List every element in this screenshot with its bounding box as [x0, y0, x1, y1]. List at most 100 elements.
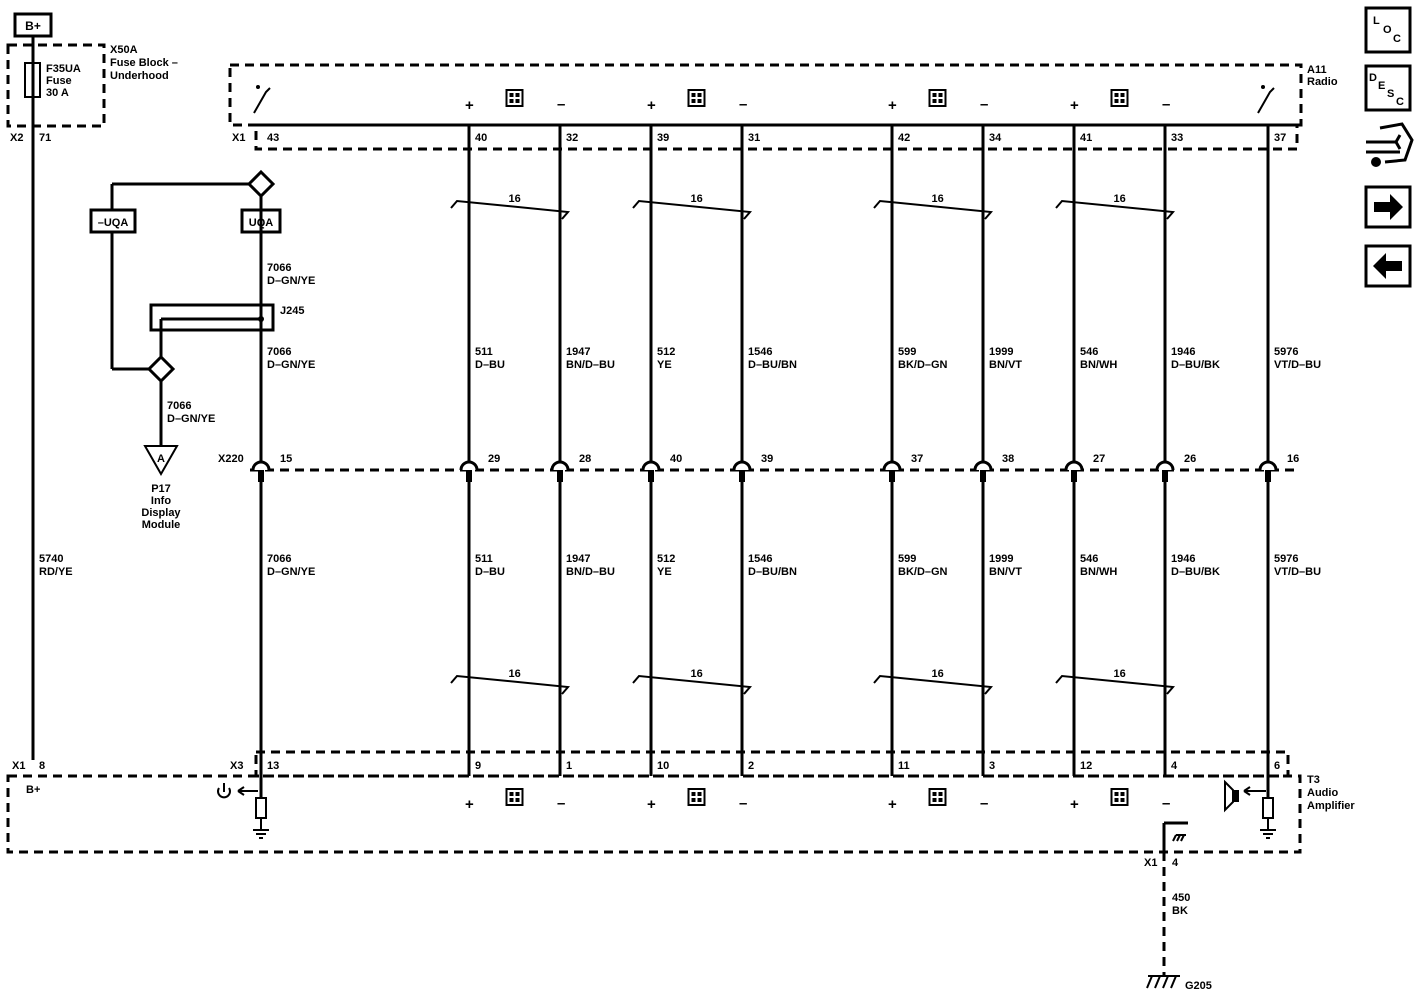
plus-sign: + — [888, 796, 897, 813]
speaker-channel-icon-cell — [1120, 99, 1125, 103]
without-uqa-label: –UQA — [98, 217, 129, 229]
x220-pin-socket — [466, 470, 472, 482]
speaker-channel-icon — [505, 788, 524, 806]
speaker-channel-icon-cell — [938, 93, 943, 97]
speaker-channel-icon-cell — [1120, 792, 1125, 796]
wire-circuit: 1999 — [989, 346, 1013, 358]
speaker-channel-icon-cell — [938, 99, 943, 103]
wire-circuit: 7066 — [267, 262, 291, 274]
speaker-channel-icon-cell — [938, 792, 943, 796]
speaker-channel-icon-cell — [932, 93, 937, 97]
twisted-pair-label: 16 — [932, 193, 944, 205]
plus-sign: + — [647, 796, 656, 813]
x220-pin-socket — [889, 470, 895, 482]
wire-circuit: 1546 — [748, 346, 772, 358]
radio-pin: 33 — [1171, 132, 1183, 144]
desc-letter-e: E — [1378, 80, 1385, 92]
wire-color: BN/D–BU — [566, 566, 615, 578]
display-module-name-2: Display — [141, 507, 181, 519]
amplifier-pin: 10 — [657, 760, 669, 772]
loc-button[interactable]: L O C — [1364, 6, 1412, 54]
wire-color: BN/WH — [1080, 566, 1117, 578]
twisted-pair-label: 16 — [932, 668, 944, 680]
radio-switch-contact — [1261, 85, 1265, 89]
amplifier-bplus: B+ — [26, 784, 40, 796]
x220-pin-marker — [550, 460, 570, 471]
fuse-name: F35UA — [46, 63, 81, 75]
x220-pin-socket — [648, 470, 654, 482]
loc-letter-l: L — [1373, 15, 1380, 27]
display-module-name: Info — [151, 495, 171, 507]
speaker-channel-icon-cell — [515, 93, 520, 97]
x220-pin: 38 — [1002, 453, 1014, 465]
twisted-pair-marker — [873, 674, 994, 695]
ground-icon — [1260, 829, 1276, 839]
wire-color: D–BU/BN — [748, 359, 797, 371]
amplifier-pin: 6 — [1274, 760, 1280, 772]
fuse-block-connector: X50A — [110, 44, 138, 56]
speaker-channel-icon — [1110, 788, 1129, 806]
wire-circuit: 7066 — [267, 346, 291, 358]
display-module-ref: P17 — [151, 483, 171, 495]
speaker-channel-icon-cell — [691, 792, 696, 796]
speaker-channel-icon-cell — [697, 99, 702, 103]
twisted-pair-label: 16 — [509, 668, 521, 680]
x220-pin-socket — [980, 470, 986, 482]
twisted-pair-marker — [873, 199, 994, 220]
resistor-symbol — [1262, 797, 1274, 819]
splice-label: J245 — [280, 305, 304, 317]
x220-pin-socket — [557, 470, 563, 482]
speaker-channel-icon — [928, 89, 947, 107]
speaker-channel-icon — [1110, 89, 1129, 107]
x220-pin: 16 — [1287, 453, 1299, 465]
amplifier-pin: 9 — [475, 760, 481, 772]
x220-pin-marker — [732, 460, 752, 471]
supply-wire-color: RD/YE — [39, 566, 73, 578]
wire-circuit: 1999 — [989, 553, 1013, 565]
amplifier-pin: 2 — [748, 760, 754, 772]
radio-connector-outline — [254, 123, 1299, 151]
option-diamond — [146, 354, 176, 384]
desc-letter-d: D — [1369, 72, 1377, 84]
wire-color: YE — [657, 359, 672, 371]
wire-color: D–BU — [475, 566, 505, 578]
amplifier-pin: 11 — [898, 760, 910, 772]
wire-color: BN/VT — [989, 359, 1022, 371]
x220-pin-marker — [882, 460, 902, 471]
radio-pin: 42 — [898, 132, 910, 144]
fuse-block-pin-connector: X2 — [10, 132, 23, 144]
amplifier-outline — [6, 774, 1302, 854]
x220-pin: 29 — [488, 453, 500, 465]
wire-color: BN/VT — [989, 566, 1022, 578]
fuse-block-pin: 71 — [39, 132, 51, 144]
speaker-channel-icon — [928, 788, 947, 806]
next-page-button[interactable] — [1364, 185, 1412, 229]
radio-switch-contact — [256, 85, 260, 89]
previous-page-button[interactable] — [1364, 244, 1412, 288]
wire-color: BK/D–GN — [898, 566, 948, 578]
wire-circuit: 599 — [898, 553, 916, 565]
wire-color: BN/WH — [1080, 359, 1117, 371]
wire-circuit: 1946 — [1171, 346, 1195, 358]
wire-circuit: 1947 — [566, 346, 590, 358]
amplifier-name-2: Amplifier — [1307, 800, 1355, 812]
twisted-pair-label: 16 — [1114, 193, 1126, 205]
wire-color: VT/D–BU — [1274, 566, 1321, 578]
connector-view-button[interactable] — [1366, 122, 1414, 167]
speaker-channel-icon-cell — [1114, 99, 1119, 103]
ground-label: G205 — [1185, 980, 1212, 992]
amplifier-pin: 1 — [566, 760, 572, 772]
radio-pin: 43 — [267, 132, 279, 144]
wire-circuit: 512 — [657, 553, 675, 565]
arrow-left-icon — [1373, 253, 1402, 279]
desc-button[interactable]: D E S C — [1364, 64, 1412, 112]
radio-switch-symbol — [253, 87, 271, 114]
twisted-pair-marker — [632, 674, 753, 695]
amplifier-pin: 3 — [989, 760, 995, 772]
wire-color: YE — [657, 566, 672, 578]
amplifier-pin: 13 — [267, 760, 279, 772]
x220-label: X220 — [218, 453, 244, 465]
speaker-channel-icon — [687, 788, 706, 806]
loc-letter-o: O — [1383, 24, 1392, 36]
plus-sign: + — [465, 796, 474, 813]
